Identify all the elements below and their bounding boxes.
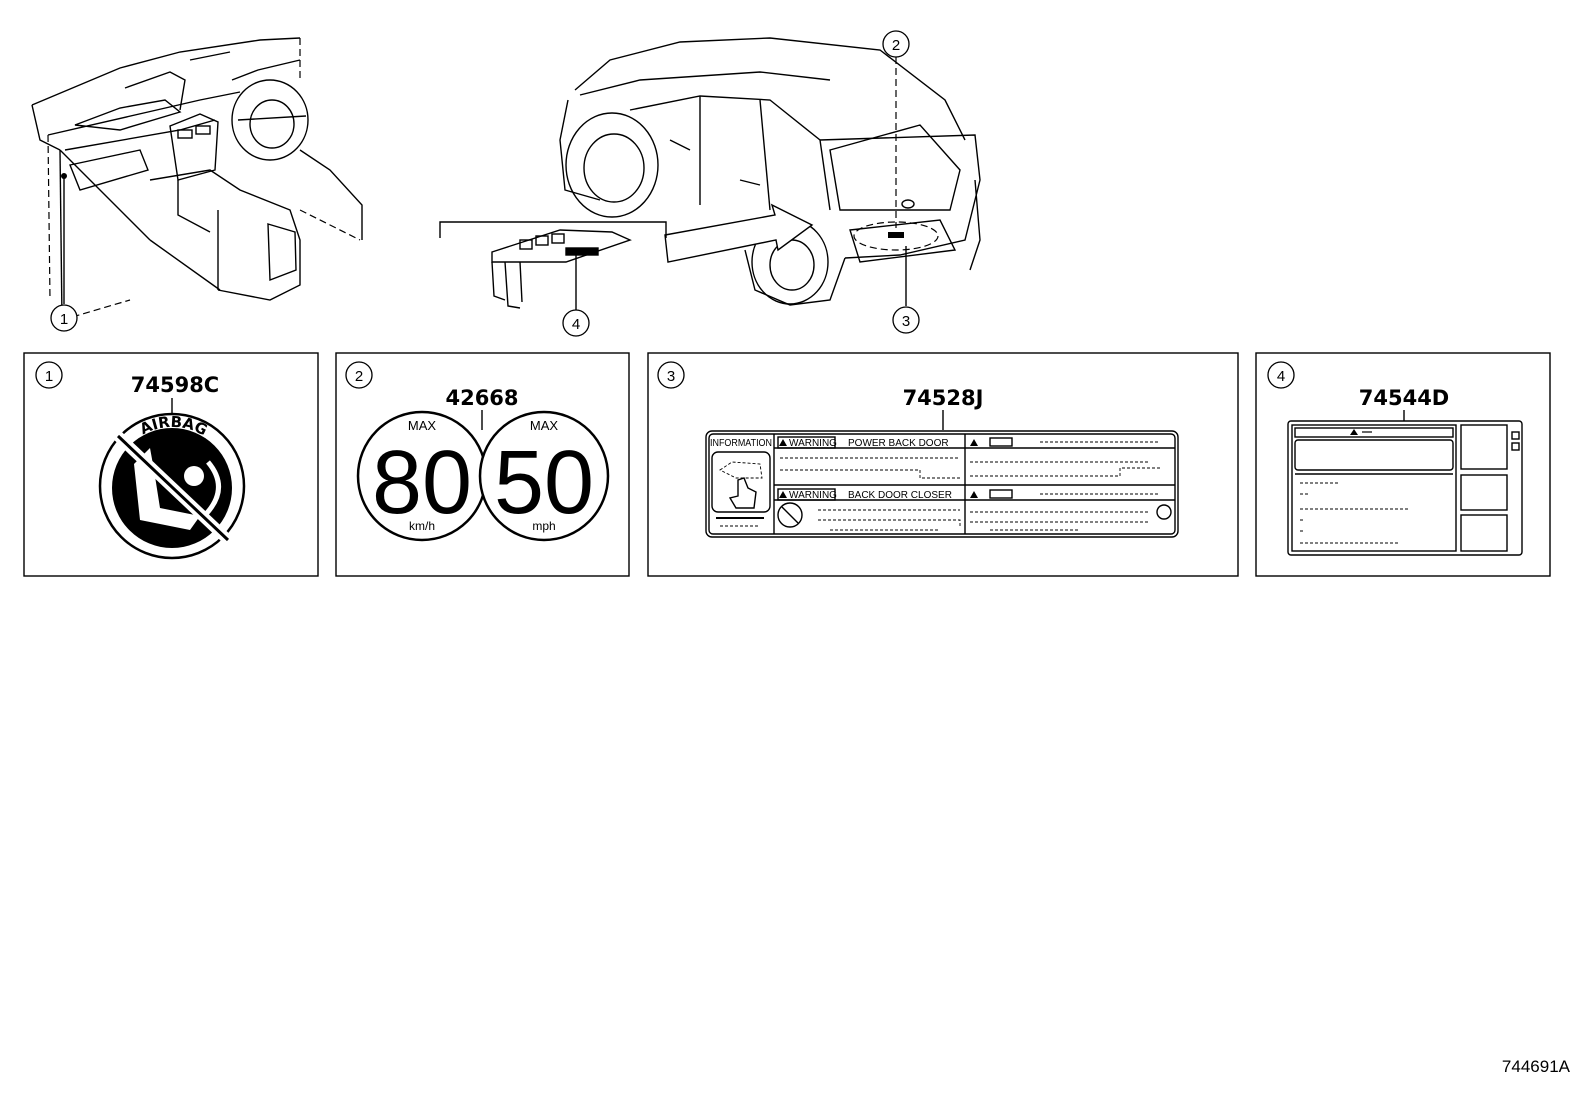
callout-1-label: 1	[60, 311, 68, 328]
speed-label-mph: MAX 50 mph	[478, 410, 610, 542]
information-heading: INFORMATION	[710, 438, 772, 449]
kmh-max: MAX	[408, 418, 437, 433]
panel-1-part-number: 74598C	[131, 373, 219, 397]
callout-2-leader: 2	[853, 30, 939, 251]
callout-2-label: 2	[892, 37, 900, 54]
warning-back-door-closer-row: WARNING BACK DOOR CLOSER	[777, 488, 952, 501]
vehicle-rear-illustration	[559, 37, 981, 306]
panel-3-part-number: 74528J	[903, 386, 984, 410]
warning-1-text: POWER BACK DOOR	[848, 438, 949, 449]
panel-4: 4 74544D	[1255, 352, 1551, 577]
warning-power-back-door-row: WARNING POWER BACK DOOR	[777, 436, 949, 449]
panel-4-index: 4	[1277, 368, 1285, 385]
warning-1-tag: WARNING	[789, 438, 837, 449]
panel-3: 3 74528J INFORMATION WARNING POWER BACK …	[647, 352, 1239, 577]
component-4-bracket	[439, 221, 667, 309]
panel-2-part-number: 42668	[445, 386, 518, 410]
kmh-value: 80	[372, 433, 472, 533]
mph-unit: mph	[532, 519, 555, 533]
mph-value: 50	[494, 433, 594, 533]
kmh-unit: km/h	[409, 519, 435, 533]
warning-2-text: BACK DOOR CLOSER	[848, 490, 952, 501]
panel-1: 1 74598C AIRBAG	[23, 352, 319, 577]
callout-4-leader: 4	[562, 254, 590, 337]
callout-4-label: 4	[572, 316, 580, 333]
airbag-warning-symbol: AIRBAG	[98, 413, 246, 560]
panel-2-index: 2	[355, 368, 363, 385]
panel-1-index: 1	[45, 368, 53, 385]
location-arrow	[664, 203, 814, 263]
drawing-number: 744691A	[1501, 1057, 1570, 1076]
panel-2: 2 42668 MAX 80 km/h MAX 50 mph	[335, 352, 630, 577]
interior-dashboard-illustration	[31, 37, 363, 321]
panel-4-part-number: 74544D	[1359, 386, 1450, 410]
back-door-warning-label: INFORMATION WARNING POWER BACK DOOR WARN…	[705, 430, 1179, 538]
panel-3-index: 3	[667, 368, 675, 385]
callout-3-label: 3	[902, 313, 910, 330]
callout-3-leader: 3	[892, 246, 920, 334]
callout-1-leader: 1	[50, 173, 78, 332]
multi-section-warning-label	[1287, 420, 1523, 556]
mph-max: MAX	[530, 418, 559, 433]
warning-2-tag: WARNING	[789, 490, 837, 501]
speed-label-kmh: MAX 80 km/h	[356, 410, 488, 542]
